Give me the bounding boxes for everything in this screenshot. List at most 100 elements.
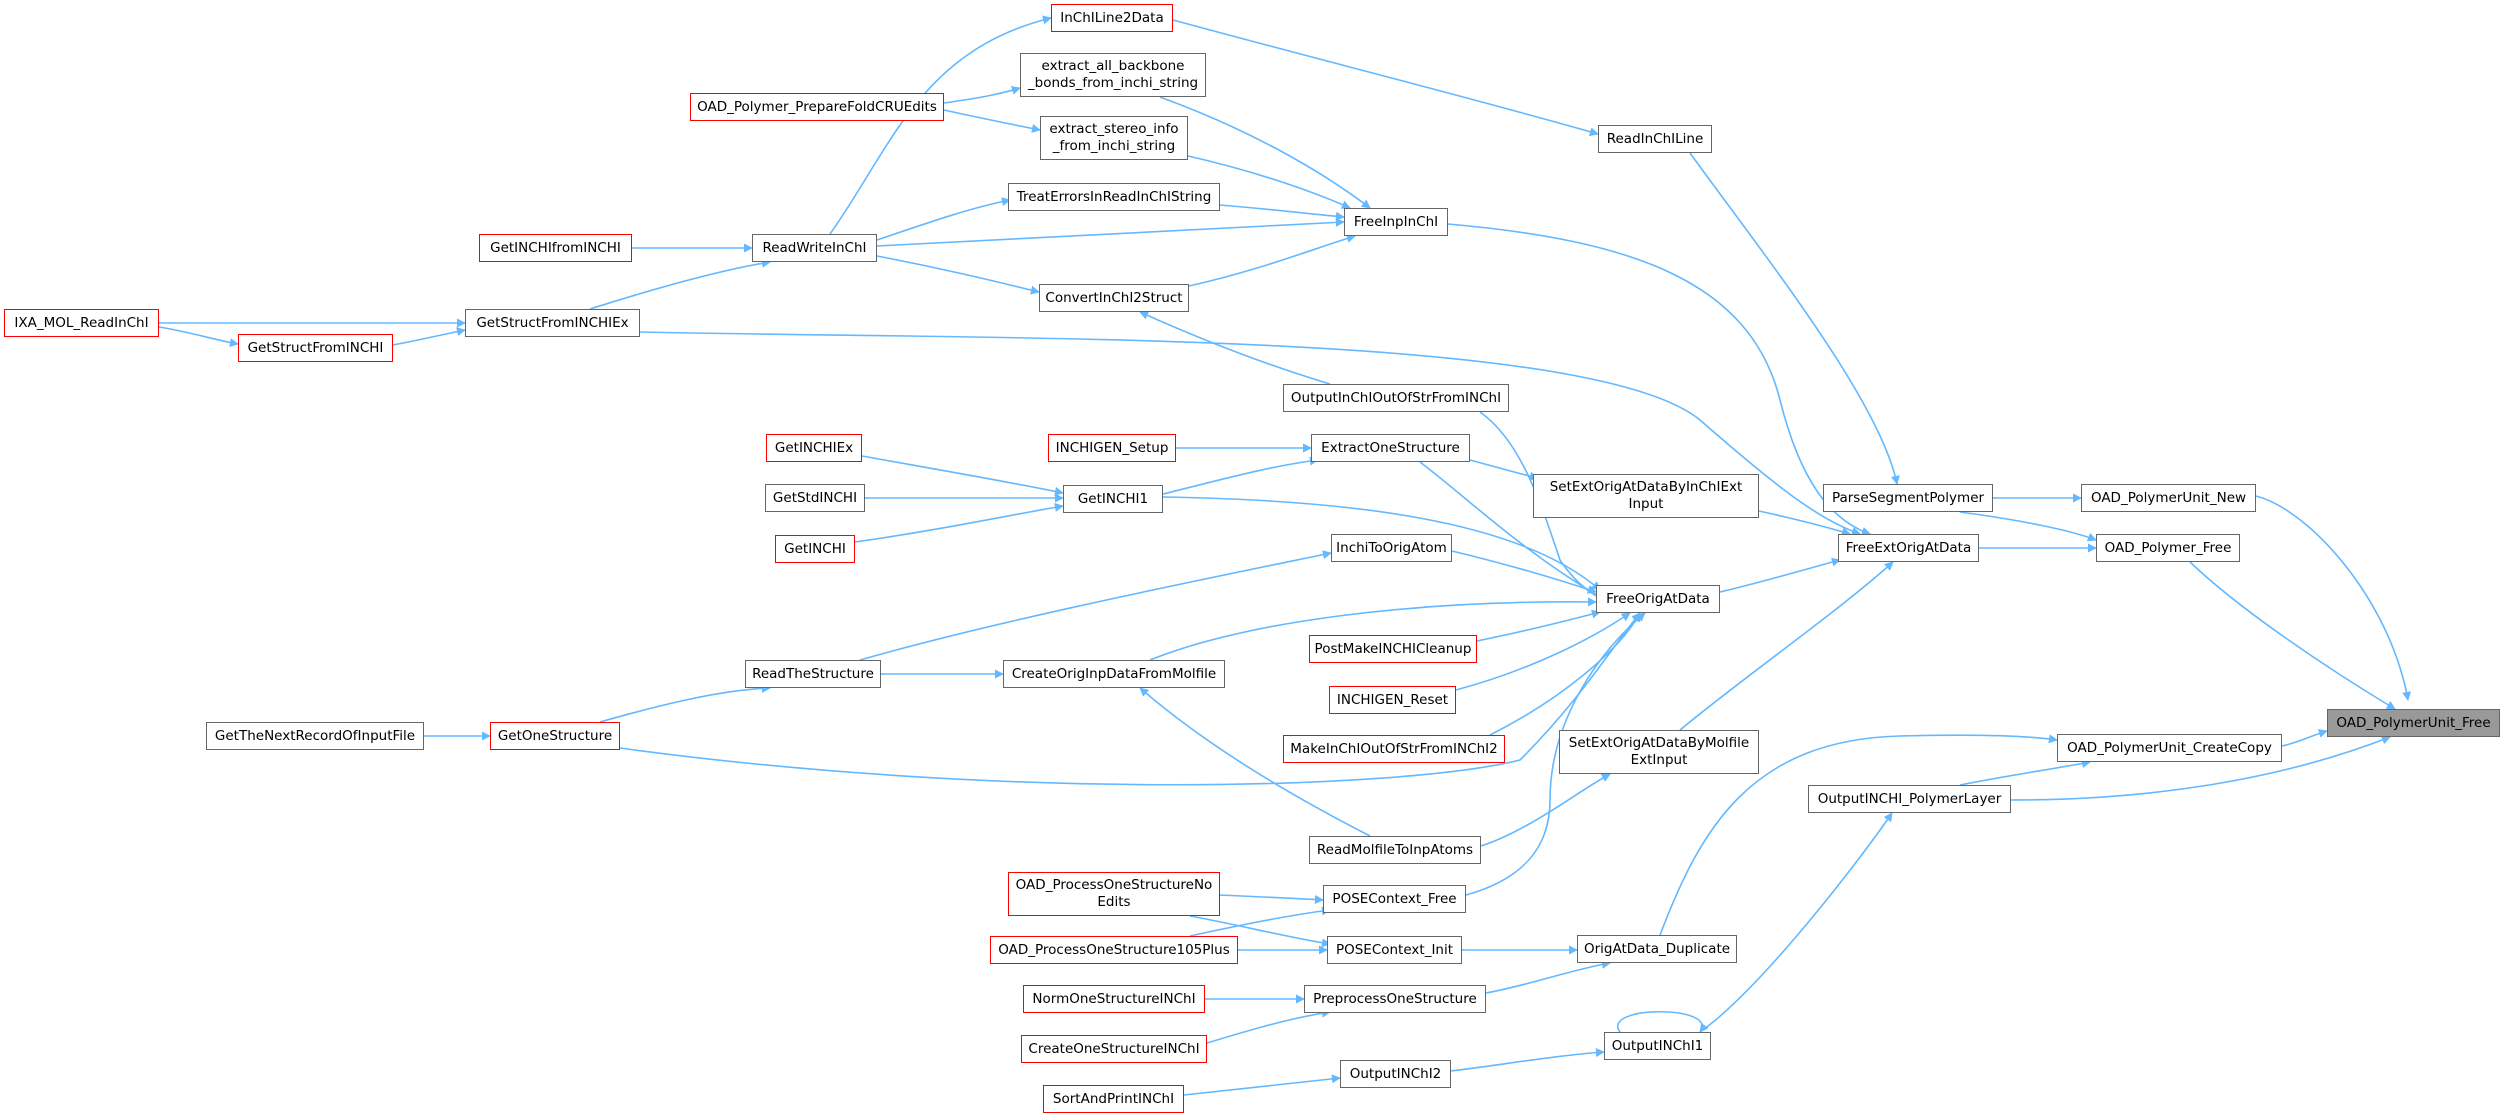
node-ExtractOneStructure[interactable]: ExtractOneStructure — [1311, 434, 1470, 462]
edge-INCHIGEN_Reset-to-FreeOrigAtData — [1455, 612, 1631, 691]
edge-GetOneStructure-to-ReadTheStructure — [599, 683, 771, 723]
node-OAD_ProcessOneStructure105Plus[interactable]: OAD_ProcessOneStructure105Plus — [990, 936, 1238, 964]
node-OAD_PolymerUnit_New[interactable]: OAD_PolymerUnit_New — [2081, 484, 2256, 512]
edge-ReadWriteInChI-to-ConvertInChI2Struct — [876, 255, 1040, 295]
node-extract_stereo_info[interactable]: extract_stereo_info _from_inchi_string — [1040, 116, 1188, 160]
edge-extract_stereo_info-to-FreeInpInChI — [1187, 155, 1351, 209]
edge-GetStructFromINCHI-to-GetStructFromINCHIEx — [392, 327, 466, 346]
edge-OutputINChI2-to-OutputINChI1 — [1450, 1048, 1605, 1072]
edge-TreatErrorsInReadInChIString-to-FreeInpInChI — [1219, 204, 1345, 221]
edge-ExtractOneStructure-to-SetExtOrigAtDataByInChIExtInput — [1469, 459, 1539, 481]
edge-OutputINChI1-to-OutputINCHI_PolymerLayer — [1699, 812, 1893, 1033]
edge-SetExtOrigAtDataByInChIExtInput-to-FreeExtOrigAtData — [1758, 510, 1851, 536]
node-OAD_Polymer_Free[interactable]: OAD_Polymer_Free — [2096, 534, 2240, 562]
node-INCHIGEN_Reset[interactable]: INCHIGEN_Reset — [1329, 686, 1456, 714]
edge-FreeOrigAtData-to-FreeExtOrigAtData — [1719, 557, 1841, 593]
node-OrigAtData_Duplicate[interactable]: OrigAtData_Duplicate — [1577, 935, 1737, 963]
edge-GetINCHI-to-GetINCHI1 — [854, 502, 1064, 543]
node-GetINCHIEx[interactable]: GetINCHIEx — [766, 434, 862, 462]
node-InChILine2Data[interactable]: InChILine2Data — [1051, 4, 1173, 32]
node-ReadMolfileToInpAtoms[interactable]: ReadMolfileToInpAtoms — [1309, 836, 1481, 864]
node-SetExtOrigAtDataByMolfileExtInput[interactable]: SetExtOrigAtDataByMolfile ExtInput — [1559, 730, 1759, 774]
edge-OAD_PolymerUnit_CreateCopy-to-OAD_PolymerUnit_Free — [2281, 728, 2328, 747]
edge-GetOneStructure-to-FreeOrigAtData — [619, 612, 1641, 786]
node-GetStructFromINCHI[interactable]: GetStructFromINCHI — [238, 334, 393, 362]
node-ConvertInChI2Struct[interactable]: ConvertInChI2Struct — [1039, 284, 1189, 312]
edge-MakeInChIOutOfStrFromINChI2-to-FreeOrigAtData — [1489, 612, 1641, 736]
edge-OutputINCHI_PolymerLayer-to-OAD_PolymerUnit_CreateCopy — [1959, 759, 2091, 786]
node-POSEContext_Init[interactable]: POSEContext_Init — [1327, 936, 1462, 964]
edge-ConvertInChI2Struct-to-FreeInpInChI — [1188, 234, 1356, 287]
edge-OAD_Polymer_PrepareFoldCRUEdits-to-extract_stereo_info — [943, 109, 1041, 133]
node-POSEContext_Free[interactable]: POSEContext_Free — [1323, 885, 1466, 913]
edge-OAD_Polymer_Free-to-OAD_PolymerUnit_Free — [2189, 561, 2396, 710]
node-GetStructFromINCHIEx[interactable]: GetStructFromINCHIEx — [465, 309, 640, 337]
edge-ReadInChILine-to-ParseSegmentPolymer — [1689, 152, 1900, 485]
node-TreatErrorsInReadInChIString[interactable]: TreatErrorsInReadInChIString — [1008, 183, 1220, 211]
edge-IXA_MOL_ReadInChI-to-GetStructFromINCHI — [158, 326, 239, 348]
edge-CreateOrigInpDataFromMolfile-to-FreeOrigAtData — [1149, 597, 1597, 661]
edge-OrigAtData_Duplicate-to-OAD_PolymerUnit_CreateCopy — [1659, 734, 2058, 936]
node-CreateOrigInpDataFromMolfile[interactable]: CreateOrigInpDataFromMolfile — [1003, 660, 1225, 688]
node-GetINCHIfromINCHI[interactable]: GetINCHIfromINCHI — [479, 234, 632, 262]
edge-OAD_ProcessOneStructure105Plus-to-POSEContext_Free — [1189, 906, 1331, 937]
node-NormOneStructureINChI[interactable]: NormOneStructureINChI — [1023, 985, 1205, 1013]
node-IXA_MOL_ReadInChI[interactable]: IXA_MOL_ReadInChI — [4, 309, 159, 337]
node-FreeOrigAtData[interactable]: FreeOrigAtData — [1596, 585, 1720, 613]
node-FreeInpInChI[interactable]: FreeInpInChI — [1344, 208, 1448, 236]
edge-OutputINChI1-to-OutputINChI1 — [1616, 1010, 1709, 1033]
node-InchiToOrigAtom[interactable]: InchiToOrigAtom — [1331, 534, 1452, 562]
node-FreeExtOrigAtData[interactable]: FreeExtOrigAtData — [1838, 534, 1979, 562]
node-PreprocessOneStructure[interactable]: PreprocessOneStructure — [1304, 985, 1486, 1013]
edge-GetINCHI1-to-ExtractOneStructure — [1162, 456, 1319, 495]
node-extract_all_backbone_bonds[interactable]: extract_all_backbone _bonds_from_inchi_s… — [1020, 53, 1206, 97]
node-OAD_ProcessOneStructureNoEdits[interactable]: OAD_ProcessOneStructureNo Edits — [1008, 872, 1220, 916]
edge-SetExtOrigAtDataByMolfileExtInput-to-FreeExtOrigAtData — [1679, 561, 1894, 731]
node-ReadWriteInChI[interactable]: ReadWriteInChI — [752, 234, 877, 262]
node-OutputINChI2[interactable]: OutputINChI2 — [1340, 1060, 1451, 1088]
node-OAD_PolymerUnit_Free[interactable]: OAD_PolymerUnit_Free — [2327, 709, 2500, 737]
node-OAD_PolymerUnit_CreateCopy[interactable]: OAD_PolymerUnit_CreateCopy — [2057, 734, 2282, 762]
edge-OAD_ProcessOneStructureNoEdits-to-POSEContext_Free — [1219, 894, 1324, 905]
node-ParseSegmentPolymer[interactable]: ParseSegmentPolymer — [1823, 484, 1993, 512]
node-GetINCHI[interactable]: GetINCHI — [775, 535, 855, 563]
node-ReadInChILine[interactable]: ReadInChILine — [1598, 125, 1712, 153]
edge-OAD_PolymerUnit_New-to-OAD_PolymerUnit_Free — [2255, 495, 2411, 701]
node-OAD_Polymer_PrepareFoldCRUEdits[interactable]: OAD_Polymer_PrepareFoldCRUEdits — [690, 93, 944, 121]
node-GetINCHI1[interactable]: GetINCHI1 — [1063, 485, 1163, 513]
node-PostMakeINCHICleanup[interactable]: PostMakeINCHICleanup — [1309, 635, 1477, 663]
node-ReadTheStructure[interactable]: ReadTheStructure — [745, 660, 881, 688]
node-GetTheNextRecordOfInputFile[interactable]: GetTheNextRecordOfInputFile — [206, 722, 424, 750]
edge-ExtractOneStructure-to-FreeOrigAtData — [1419, 461, 1606, 601]
edge-ReadWriteInChI-to-FreeInpInChI — [876, 217, 1345, 247]
node-MakeInChIOutOfStrFromINChI2[interactable]: MakeInChIOutOfStrFromINChI2 — [1283, 735, 1505, 763]
edge-InChILine2Data-to-ReadInChILine — [1172, 19, 1599, 137]
node-OutputINCHI_PolymerLayer[interactable]: OutputINCHI_PolymerLayer — [1808, 785, 2011, 813]
edge-CreateOneStructureINChI-to-PreprocessOneStructure — [1206, 1008, 1331, 1044]
node-SortAndPrintINChI[interactable]: SortAndPrintINChI — [1043, 1085, 1184, 1113]
edge-SortAndPrintINChI-to-OutputINChI2 — [1183, 1074, 1341, 1096]
edge-GetINCHI1-to-FreeOrigAtData — [1162, 496, 1601, 591]
edge-GetStructFromINCHIEx-to-FreeExtOrigAtData — [639, 331, 1861, 536]
edge-InchiToOrigAtom-to-FreeOrigAtData — [1451, 550, 1597, 594]
edge-OutputInChIOutOfStrFromINChI-to-ConvertInChI2Struct — [1139, 311, 1331, 385]
edge-ReadMolfileToInpAtoms-to-CreateOrigInpDataFromMolfile — [1139, 687, 1371, 837]
node-GetStdINCHI[interactable]: GetStdINCHI — [765, 484, 865, 512]
edge-OAD_Polymer_PrepareFoldCRUEdits-to-extract_all_backbone_bonds — [943, 86, 1021, 104]
node-OutputInChIOutOfStrFromINChI[interactable]: OutputInChIOutOfStrFromINChI — [1283, 384, 1509, 412]
node-SetExtOrigAtDataByInChIExtInput[interactable]: SetExtOrigAtDataByInChIExt Input — [1533, 474, 1759, 518]
edge-PostMakeINCHICleanup-to-FreeOrigAtData — [1476, 609, 1601, 642]
edge-OutputINCHI_PolymerLayer-to-OAD_PolymerUnit_Free — [2010, 735, 2391, 801]
edge-ReadTheStructure-to-InchiToOrigAtom — [859, 550, 1332, 661]
edge-extract_all_backbone_bonds-to-FreeInpInChI — [1159, 96, 1371, 209]
edge-OAD_ProcessOneStructureNoEdits-to-POSEContext_Init — [1189, 915, 1331, 948]
edge-ReadMolfileToInpAtoms-to-SetExtOrigAtDataByMolfileExtInput — [1480, 773, 1611, 847]
edge-ReadWriteInChI-to-TreatErrorsInReadInChIString — [876, 197, 1011, 241]
edge-ParseSegmentPolymer-to-OAD_Polymer_Free — [1959, 511, 2097, 542]
edge-GetStructFromINCHIEx-to-ReadWriteInChI — [589, 258, 771, 310]
node-INCHIGEN_Setup[interactable]: INCHIGEN_Setup — [1048, 434, 1176, 462]
node-CreateOneStructureINChI[interactable]: CreateOneStructureINChI — [1021, 1035, 1207, 1063]
node-OutputINChI1[interactable]: OutputINChI1 — [1604, 1032, 1711, 1060]
node-GetOneStructure[interactable]: GetOneStructure — [490, 722, 620, 750]
